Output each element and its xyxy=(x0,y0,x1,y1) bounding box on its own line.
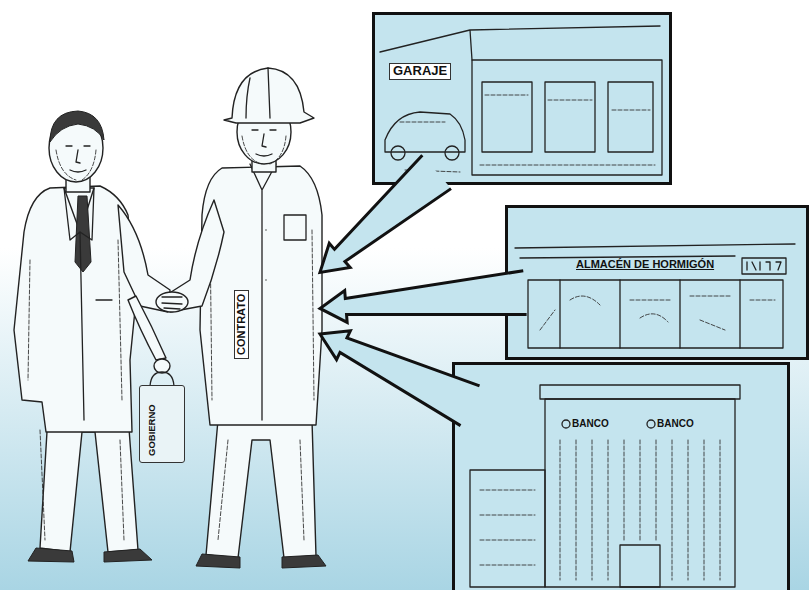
contract-document: CONTRATO xyxy=(228,262,320,362)
hard-hat-ridge xyxy=(246,68,270,118)
callout-outline xyxy=(320,331,480,426)
official-tie xyxy=(75,196,91,272)
callout-outline xyxy=(320,271,527,323)
garage-door xyxy=(608,82,653,152)
briefcase-handle xyxy=(150,372,174,386)
briefcase-label: GOBIERNO xyxy=(147,404,158,456)
contractor-neck xyxy=(252,156,276,172)
bank-entrance xyxy=(620,545,660,587)
garage-car xyxy=(385,112,465,152)
official-lower-arm xyxy=(128,296,166,360)
garage-roof xyxy=(380,26,660,60)
official-lapels xyxy=(64,188,112,420)
bank-parapet xyxy=(540,385,740,399)
callout-arrow xyxy=(320,331,480,426)
contractor-head xyxy=(237,100,291,164)
warehouse-sign-marks xyxy=(747,262,781,270)
panel-title: GARAJE xyxy=(389,63,451,80)
official-head xyxy=(49,114,103,182)
contractor-face xyxy=(252,130,276,156)
official-neck xyxy=(66,176,90,192)
warehouse-sign xyxy=(742,258,786,274)
bank-tower xyxy=(545,399,735,587)
official-hair xyxy=(50,111,104,142)
building-sign: BANCO xyxy=(657,418,694,430)
panel-title: ALMACÉN DE HORMIGÓN xyxy=(576,258,714,271)
official-shirt xyxy=(64,188,94,232)
contractor-folds xyxy=(210,230,314,540)
official-hand xyxy=(154,359,170,373)
bank-logo xyxy=(562,420,570,428)
callout-arrow xyxy=(320,155,451,272)
image-panel: GARAJE xyxy=(372,12,672,185)
official-folds xyxy=(28,240,124,540)
contractor-face-shading xyxy=(242,136,286,164)
contractor-shoe xyxy=(196,554,240,568)
official-shoe xyxy=(28,548,74,562)
handshake-fingers xyxy=(162,297,182,309)
bank-annex-windows xyxy=(480,490,535,565)
garage-door xyxy=(545,82,595,152)
warehouse-facade xyxy=(528,280,783,348)
handshake-hands xyxy=(156,292,188,312)
car-wheel xyxy=(391,146,405,160)
garage-facade xyxy=(472,60,662,175)
warehouse-sketch xyxy=(540,296,775,330)
garage-sketch xyxy=(400,122,460,172)
briefcase: GOBIERNO xyxy=(139,385,185,463)
official-arm xyxy=(118,205,170,312)
warehouse-roof xyxy=(515,244,795,258)
garage-door xyxy=(482,82,532,152)
contractor-shirt xyxy=(200,166,322,425)
callout-fill xyxy=(320,331,480,426)
warehouse-columns xyxy=(560,280,740,348)
callout-fill xyxy=(320,271,527,323)
hard-hat xyxy=(224,68,314,123)
contractor-shoe xyxy=(282,555,326,568)
callout-fill xyxy=(320,155,451,272)
document-label: CONTRATO xyxy=(234,290,249,359)
image-panel: ALMACÉN DE HORMIGÓN xyxy=(505,205,809,360)
garage-hatching xyxy=(480,95,655,165)
bank-windows xyxy=(560,440,720,580)
image-panel: BANCO BANCO xyxy=(452,362,790,590)
bank-annex xyxy=(470,470,545,587)
official-face-shading xyxy=(56,150,96,180)
official-shoe xyxy=(104,549,152,562)
contractor-arm xyxy=(168,200,224,312)
bank-logo xyxy=(647,420,655,428)
official-trousers xyxy=(40,415,138,552)
callout-arrow xyxy=(320,271,527,323)
official-face xyxy=(66,146,90,172)
contractor-trousers xyxy=(206,420,316,558)
official-jacket xyxy=(14,186,136,432)
building-sign: BANCO xyxy=(572,418,609,430)
car-wheel xyxy=(445,146,459,160)
callout-outline xyxy=(320,155,451,272)
contractor-collar xyxy=(250,164,306,420)
